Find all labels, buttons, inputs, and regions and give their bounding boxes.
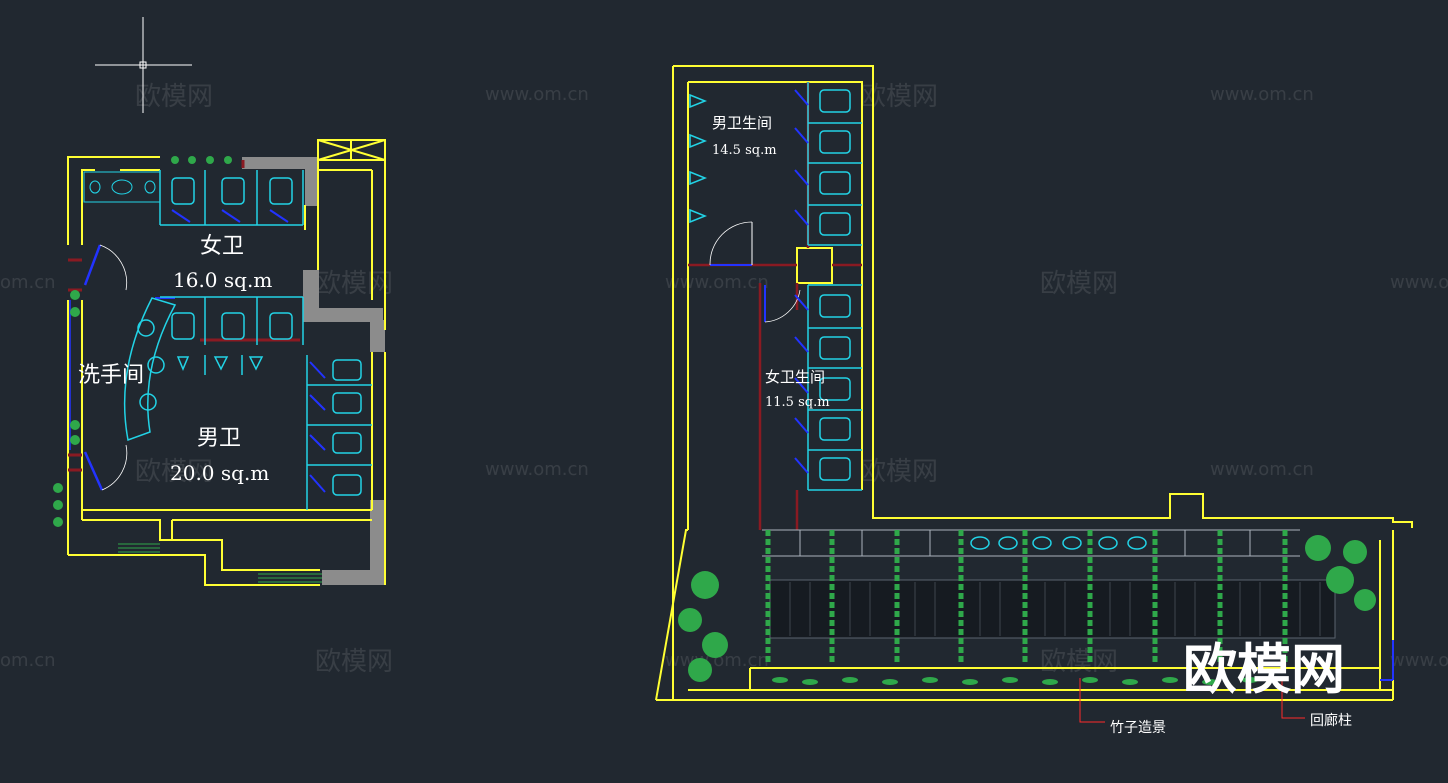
urinal-icon [689, 170, 708, 186]
urinal-icon [176, 356, 190, 371]
basin-icon [998, 536, 1018, 550]
urinal-icon [689, 93, 708, 109]
urinal-icon [248, 356, 264, 371]
room-area-men: 20.0 sq.m [170, 461, 269, 485]
corridor-basins [970, 536, 1147, 550]
bamboo-bed [772, 677, 1258, 685]
annotation-colonnade-column: 回廊柱 [1310, 712, 1352, 729]
watermark-site: www.om.cn [665, 272, 769, 293]
watermark-site: www.om.cn [1390, 272, 1448, 293]
toilet-icon [221, 177, 245, 205]
plant-cluster-left [678, 571, 728, 682]
toilet-icon [819, 171, 851, 195]
watermark-brand: 欧模网 [135, 82, 213, 112]
plants [53, 156, 232, 527]
basin-icon [1098, 536, 1118, 550]
end-door [1380, 640, 1394, 681]
exterior-walls [67, 139, 386, 586]
watermark-brand: 欧模网 [860, 457, 938, 487]
toilet-icon [819, 130, 851, 154]
watermark-site: www.om.cn [1210, 459, 1314, 480]
toilet-icon [171, 312, 195, 340]
brand-watermark: 欧模网 [1183, 638, 1345, 701]
toilet-icon [332, 392, 362, 414]
women-stalls [159, 170, 304, 226]
toilet-icon [819, 417, 851, 441]
women-door [764, 285, 801, 323]
watermark-site: www.om.cn [1390, 650, 1448, 671]
watermark-site: www.om.cn [485, 84, 589, 105]
stall-doors [155, 209, 289, 299]
watermark-site: www.om.cn [485, 459, 589, 480]
curved-washbasin-counter [123, 297, 177, 442]
men-stalls [306, 355, 372, 510]
room-name-women: 女卫 [200, 234, 244, 259]
ucs-crosshair-icon [95, 17, 192, 113]
sink-icon [111, 179, 133, 195]
men-stalls [807, 82, 862, 246]
toilet-icon [269, 312, 293, 340]
room-area-men: 14.5 sq.m [712, 143, 777, 158]
annotation-bamboo: 竹子造景 [1110, 720, 1166, 736]
room-name-women: 女卫生间 [765, 368, 825, 386]
toilet-icon [171, 177, 195, 205]
structural-columns [242, 157, 385, 585]
toilet-icon [221, 312, 245, 340]
urinal-icon [213, 356, 229, 371]
basin-icon [1032, 536, 1052, 550]
watermark-site: om.cn [0, 650, 56, 671]
toilet-icon [819, 336, 851, 360]
exterior-walls [655, 65, 1413, 701]
urinals [689, 93, 708, 224]
screen-slats [789, 582, 1321, 636]
men-door [709, 221, 753, 266]
watermark-brand: 欧模网 [315, 269, 393, 299]
toilet-icon [819, 89, 851, 113]
basin-icon [1127, 536, 1147, 550]
toilet-icon [819, 457, 851, 481]
women-stall-doors [794, 294, 809, 474]
urinal-icon [689, 208, 708, 224]
watermark-brand: 欧模网 [1040, 647, 1118, 677]
watermark-brand: 欧模网 [860, 82, 938, 112]
room-name-men: 男卫 [197, 426, 241, 451]
watermark-site: www.om.cn [1210, 84, 1314, 105]
watermark-brand: 欧模网 [135, 457, 213, 487]
men-stall-doors [309, 361, 326, 493]
toilet-icon [269, 177, 293, 205]
toilet-icon [332, 474, 362, 496]
stair-strips [118, 543, 322, 583]
basin-icon [970, 536, 990, 550]
screen-panels [769, 579, 1336, 639]
sink-counter [83, 171, 161, 203]
plant-cluster-right [1305, 535, 1376, 611]
basin-icon [147, 356, 165, 374]
right-floor-plan: 男卫生间 14.5 sq.m 女卫生间 11.5 sq.m 竹子造景 回廊柱 [655, 65, 1413, 736]
watermark-brand: 欧模网 [315, 647, 393, 677]
room-area-women: 16.0 sq.m [173, 268, 272, 292]
watermark-brand: 欧模网 [1040, 269, 1118, 299]
toilet-icon [819, 377, 851, 401]
women-stalls [807, 284, 862, 491]
room-name-men: 男卫生间 [712, 114, 772, 132]
men-stall-doors [794, 89, 809, 226]
partitions [68, 160, 300, 472]
toilet-icon [332, 359, 362, 381]
corridor-counter [762, 529, 1300, 557]
middle-stalls [160, 296, 304, 375]
urinal-icon [689, 133, 708, 149]
room-area-women: 11.5 sq.m [765, 395, 830, 410]
corridor-columns [765, 530, 1288, 665]
toilet-icon [819, 212, 851, 236]
basin-icon [139, 393, 157, 411]
basin-icon [1062, 536, 1082, 550]
annotation-leaders [1079, 678, 1305, 723]
basin-icon [137, 319, 155, 337]
room-name-washroom: 洗手间 [78, 363, 144, 388]
left-floor-plan: 女卫 16.0 sq.m 洗手间 男卫 20.0 sq.m [53, 139, 386, 586]
toilet-icon [819, 294, 851, 318]
toilet-icon [332, 432, 362, 454]
watermark-site: om.cn [0, 272, 56, 293]
